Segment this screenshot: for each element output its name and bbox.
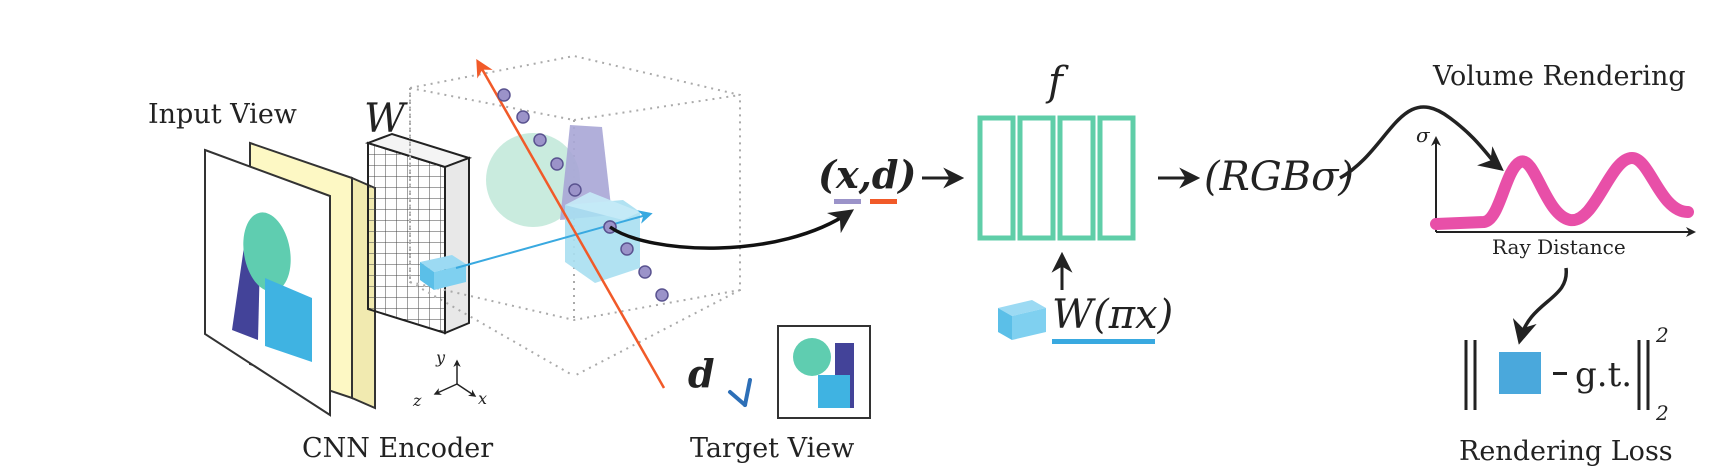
cnn-encoder-label: CNN Encoder — [302, 433, 493, 464]
d-underline — [870, 199, 897, 204]
axis-x-label: x — [478, 389, 487, 408]
axis-z-label: z — [412, 391, 422, 410]
target-view-image — [777, 325, 871, 419]
sigma-axis-label: σ — [1416, 123, 1431, 147]
blue-cube-shape — [265, 278, 312, 362]
target-view-label: Target View — [690, 433, 854, 464]
feature-query-cube — [998, 300, 1046, 340]
scene-objects — [486, 125, 640, 283]
ray-distance-label: Ray Distance — [1492, 235, 1626, 259]
feature-query-label: W(πx) — [1052, 292, 1173, 338]
ground-truth-label: g.t. — [1575, 355, 1632, 395]
rendering-loss-label: Rendering Loss — [1459, 436, 1673, 467]
camera-ray — [476, 58, 666, 389]
view-direction-symbol: d — [688, 351, 715, 396]
feature-volume-grid — [364, 132, 473, 335]
volume-rendering-label: Volume Rendering — [1432, 61, 1686, 92]
density-curve — [1430, 151, 1694, 230]
rendered-pixel-square — [1499, 352, 1541, 394]
feature-sample-cube — [420, 255, 466, 290]
feature-volume-symbol: W — [364, 96, 408, 142]
input-view-label: Input View — [148, 99, 297, 130]
rendering-loss-formula: g.t. 2 2 — [1464, 323, 1669, 425]
render-to-loss-arrow — [1512, 267, 1568, 345]
scene-sphere — [486, 133, 580, 227]
camera-icon — [728, 378, 752, 407]
norm-superscript: 2 — [1655, 323, 1669, 347]
input-view-image — [204, 148, 331, 417]
mint-sphere-shape — [243, 212, 291, 292]
input-tuple: (x,d) — [818, 152, 916, 197]
projection-arrow — [455, 210, 653, 269]
density-plot: σ Ray Distance — [1416, 123, 1696, 259]
output-to-render-arrow — [1339, 105, 1504, 180]
sample-to-input-arrow — [608, 209, 855, 250]
feature-query-underline — [1052, 339, 1155, 344]
output-tuple: (RGBσ) — [1204, 154, 1354, 200]
axis-y-label: y — [435, 348, 446, 367]
scene-cube — [565, 200, 640, 283]
mlp-symbol: f — [1045, 59, 1069, 105]
coordinate-axes: y x z — [412, 348, 487, 410]
norm-subscript: 2 — [1655, 401, 1669, 425]
x-underline — [834, 199, 861, 204]
mlp-layers — [977, 115, 1136, 241]
